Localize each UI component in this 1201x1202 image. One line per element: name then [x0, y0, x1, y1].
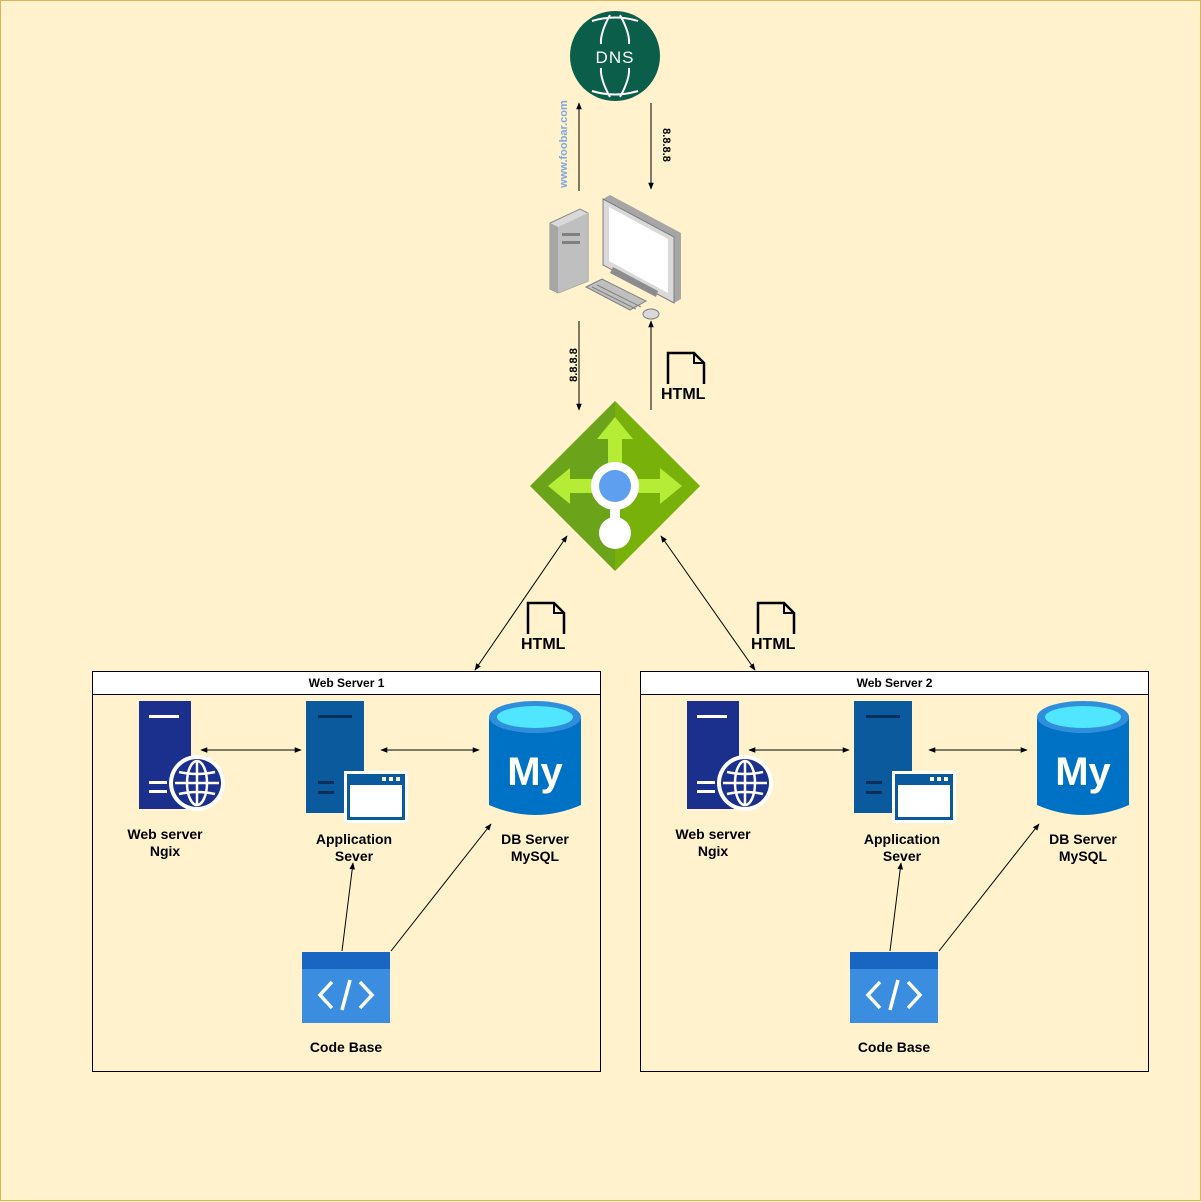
ws1-web-label-line2: Ngix [149, 843, 181, 859]
ws1-db-server: My [489, 701, 581, 821]
document-icon [756, 601, 796, 634]
ws1-doc-label: HTML [521, 636, 566, 653]
ws2-app-label: Application Sever [842, 831, 962, 865]
ws2-db-label: DB Server MySQL [1023, 831, 1143, 865]
code-icon [850, 952, 938, 1023]
document-icon [526, 601, 566, 634]
web-server-1-title: Web Server 1 [93, 672, 600, 695]
globe-icon: DNS [570, 11, 660, 101]
ws1-web-server [139, 701, 226, 811]
ws2-app-label-line1: Application [863, 831, 941, 847]
dns-node: DNS [570, 11, 660, 101]
ws2-app-label-line2: Sever [882, 848, 922, 864]
ws2-code-base [850, 952, 938, 1023]
ws2-db-server: My [1037, 701, 1129, 821]
ws1-app-label-line1: Application [315, 831, 393, 847]
code-icon [302, 952, 390, 1023]
ws1-db-label-line1: DB Server [501, 831, 569, 847]
document-icon-ws1 [526, 601, 566, 635]
ws2-doc-label: HTML [751, 636, 796, 653]
computer-icon [549, 195, 681, 320]
ws1-app-label-line2: Sever [334, 848, 374, 864]
ws2-web-label-line2: Ngix [697, 843, 729, 859]
ws2-mysql-mark: My [1055, 750, 1111, 794]
ws1-web-label: Web server Ngix [105, 826, 225, 860]
ws2-app-server [854, 701, 956, 823]
ws1-db-label: DB Server MySQL [475, 831, 595, 865]
load-balancer-icon [530, 401, 700, 571]
web-server-icon [139, 701, 225, 811]
dns-reply-ip-label: 8.8.8.8 [660, 128, 672, 162]
web-server-2-title: Web Server 2 [641, 672, 1148, 695]
ws1-mysql-mark: My [507, 750, 563, 794]
document-icon-ws2 [756, 601, 796, 635]
arrow-lb-ws1 [474, 535, 568, 671]
app-server-icon [854, 701, 956, 823]
response-doc-label: HTML [661, 386, 706, 403]
ws2-code-label: Code Base [857, 1039, 931, 1055]
ws2-web-server [687, 701, 774, 811]
document-icon-response [666, 351, 706, 385]
mysql-icon: My [1037, 701, 1129, 815]
ws1-code-label: Code Base [309, 1039, 383, 1055]
ws2-web-label: Web server Ngix [653, 826, 773, 860]
ws1-app-label: Application Sever [294, 831, 414, 865]
client-computer [548, 193, 683, 321]
ws1-app-server [306, 701, 408, 823]
ws2-web-label-line1: Web server [675, 826, 751, 842]
document-icon [666, 351, 706, 384]
ws1-code-base [302, 952, 390, 1023]
ws1-db-label-line2: MySQL [510, 848, 560, 864]
arrow-lb-ws2 [660, 535, 756, 671]
mysql-icon: My [489, 701, 581, 815]
dns-label: DNS [596, 48, 635, 67]
ws1-web-label-line1: Web server [127, 826, 203, 842]
ws2-db-label-line1: DB Server [1049, 831, 1117, 847]
domain-request-label: www.foobar.com [558, 100, 570, 188]
app-server-icon [306, 701, 408, 823]
lb-request-ip-label: 8.8.8.8 [568, 348, 580, 382]
load-balancer [530, 401, 700, 571]
web-server-icon [687, 701, 773, 811]
ws2-db-label-line2: MySQL [1058, 848, 1108, 864]
